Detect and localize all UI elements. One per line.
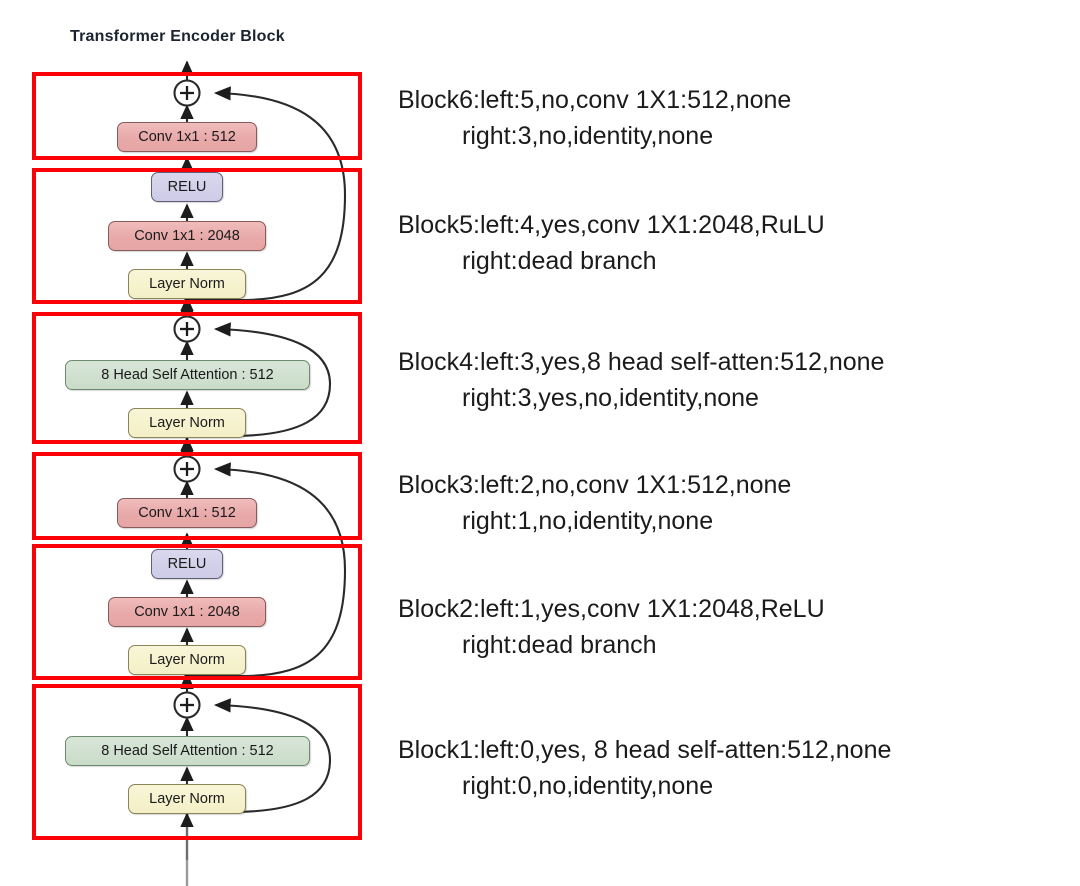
node-conv-512-block3[interactable]: Conv 1x1 : 512 bbox=[117, 498, 257, 528]
block-outline-block3 bbox=[32, 452, 362, 540]
page-title: Transformer Encoder Block bbox=[70, 28, 285, 45]
block-outline-block1 bbox=[32, 684, 362, 840]
annotation-block6-line1: Block6:left:5,no,conv 1X1:512,none bbox=[398, 86, 792, 114]
node-relu-block5[interactable]: RELU bbox=[151, 172, 223, 202]
annotation-block5-line1: Block5:left:4,yes,conv 1X1:2048,RuLU bbox=[398, 211, 825, 239]
annotation-block6: Block6:left:5,no,conv 1X1:512,none right… bbox=[398, 83, 791, 154]
node-self-attention-block1[interactable]: 8 Head Self Attention : 512 bbox=[65, 736, 310, 766]
sum-node-block1 bbox=[173, 691, 201, 719]
annotation-block1-line1: Block1:left:0,yes, 8 head self-atten:512… bbox=[398, 736, 892, 764]
annotation-block3-line2: right:1,no,identity,none bbox=[462, 506, 714, 535]
annotation-block6-line2: right:3,no,identity,none bbox=[462, 121, 714, 150]
annotation-block1-line2: right:0,no,identity,none bbox=[462, 771, 714, 800]
sum-node-block4 bbox=[173, 315, 201, 343]
block-outline-block6 bbox=[32, 72, 362, 160]
node-conv-2048-block2[interactable]: Conv 1x1 : 2048 bbox=[108, 597, 266, 627]
sum-node-block3 bbox=[173, 455, 201, 483]
annotation-block5: Block5:left:4,yes,conv 1X1:2048,RuLU rig… bbox=[398, 208, 825, 279]
annotation-block5-line2: right:dead branch bbox=[462, 246, 657, 275]
annotation-block2: Block2:left:1,yes,conv 1X1:2048,ReLU rig… bbox=[398, 592, 825, 663]
node-conv-2048-block5[interactable]: Conv 1x1 : 2048 bbox=[108, 221, 266, 251]
annotation-block3: Block3:left:2,no,conv 1X1:512,none right… bbox=[398, 468, 791, 539]
block-outline-block4 bbox=[32, 312, 362, 444]
node-layer-norm-block1[interactable]: Layer Norm bbox=[128, 784, 246, 814]
node-relu-block2[interactable]: RELU bbox=[151, 549, 223, 579]
annotation-block4-line1: Block4:left:3,yes,8 head self-atten:512,… bbox=[398, 348, 885, 376]
block-outline-block2 bbox=[32, 544, 362, 680]
sum-node-block6 bbox=[173, 79, 201, 107]
annotation-block2-line1: Block2:left:1,yes,conv 1X1:2048,ReLU bbox=[398, 595, 825, 623]
node-conv-512-block6[interactable]: Conv 1x1 : 512 bbox=[117, 122, 257, 152]
annotation-block2-line2: right:dead branch bbox=[462, 630, 657, 659]
node-layer-norm-block5[interactable]: Layer Norm bbox=[128, 269, 246, 299]
node-layer-norm-block2[interactable]: Layer Norm bbox=[128, 645, 246, 675]
node-layer-norm-block4[interactable]: Layer Norm bbox=[128, 408, 246, 438]
annotation-block4: Block4:left:3,yes,8 head self-atten:512,… bbox=[398, 345, 884, 416]
annotation-block4-line2: right:3,yes,no,identity,none bbox=[462, 383, 759, 412]
block-outline-block5 bbox=[32, 168, 362, 304]
node-self-attention-block4[interactable]: 8 Head Self Attention : 512 bbox=[65, 360, 310, 390]
annotation-block3-line1: Block3:left:2,no,conv 1X1:512,none bbox=[398, 471, 792, 499]
annotation-block1: Block1:left:0,yes, 8 head self-atten:512… bbox=[398, 733, 891, 804]
